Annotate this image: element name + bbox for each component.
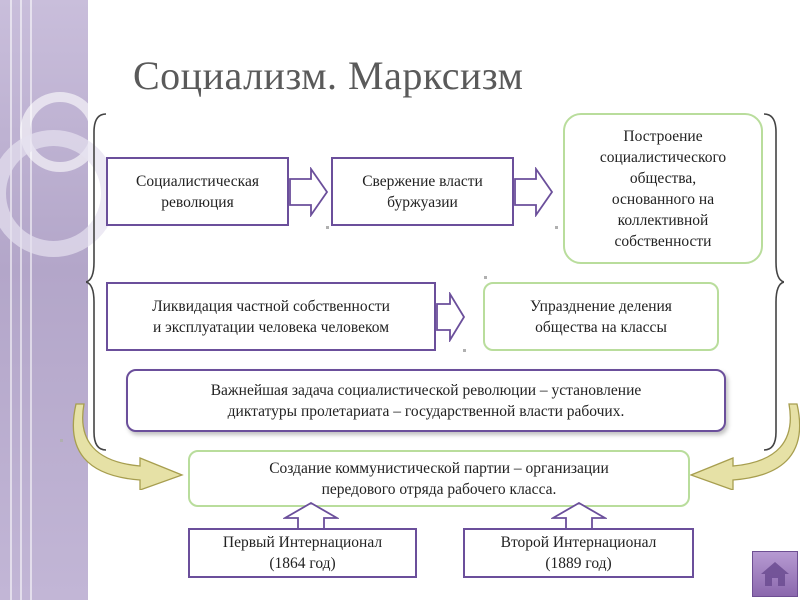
second-international-box: Второй Интернационал (1889 год) — [463, 528, 694, 578]
home-icon — [761, 562, 789, 586]
band-stripe — [20, 0, 22, 600]
abolition-box: Упразднение деления общества на классы — [483, 282, 719, 351]
abolition-line: Упразднение деления — [530, 297, 672, 315]
band-stripe — [30, 0, 32, 600]
decor-dot — [484, 276, 487, 279]
task-box: Важнейшая задача социалистической револю… — [126, 369, 726, 432]
task-line: диктатуры пролетариата – государственной… — [227, 402, 625, 420]
abolition-line: общества на классы — [535, 318, 667, 336]
right-brace — [763, 113, 784, 451]
decor-dot — [326, 226, 329, 229]
arrow-right-icon — [289, 167, 329, 217]
revolution-line: Социалистическая — [136, 172, 259, 190]
revolution-line: революция — [161, 193, 234, 211]
building-line: социалистического — [599, 148, 727, 166]
curved-arrow-left-icon — [72, 403, 184, 490]
curved-arrow-right-icon — [689, 403, 800, 490]
side-band — [0, 0, 88, 600]
second-international-line: Второй Интернационал — [500, 534, 657, 551]
building-line: коллективной — [617, 211, 709, 229]
first-international-box: Первый Интернационал (1864 год) — [188, 528, 417, 578]
party-box: Создание коммунистической партии – орган… — [188, 450, 690, 507]
arrow-right-icon — [436, 292, 466, 342]
liquidation-box: Ликвидация частной собственности и экспл… — [106, 282, 436, 351]
liquidation-line: Ликвидация частной собственности — [152, 297, 390, 315]
building-line: собственности — [614, 232, 712, 250]
overthrow-line: Свержение власти — [362, 172, 483, 190]
revolution-box: Социалистическая революция — [106, 157, 289, 226]
party-line: передового отряда рабочего класса. — [321, 480, 557, 498]
band-stripe — [10, 0, 12, 600]
decor-dot — [555, 226, 558, 229]
first-international-line: (1864 год) — [269, 555, 336, 572]
home-button[interactable] — [752, 551, 798, 597]
decor-dot — [60, 439, 63, 442]
building-box: Построение социалистического общества, о… — [563, 113, 763, 264]
building-line: основанного на — [611, 190, 715, 208]
task-line: Важнейшая задача социалистической револю… — [210, 381, 642, 399]
building-line: общества, — [629, 169, 697, 187]
decor-dot — [463, 349, 466, 352]
arrow-right-icon — [514, 167, 554, 217]
overthrow-line: буржуазии — [387, 193, 458, 211]
arrow-up-icon — [551, 502, 607, 530]
building-line: Построение — [623, 127, 703, 145]
left-brace — [86, 113, 107, 451]
page-title: Социализм. Марксизм — [133, 53, 524, 98]
liquidation-line: и эксплуатации человека человеком — [152, 318, 390, 336]
party-line: Создание коммунистической партии – орган… — [269, 459, 609, 477]
arrow-up-icon — [283, 502, 339, 530]
overthrow-box: Свержение власти буржуазии — [331, 157, 514, 226]
second-international-line: (1889 год) — [545, 555, 612, 572]
first-international-line: Первый Интернационал — [222, 534, 383, 551]
